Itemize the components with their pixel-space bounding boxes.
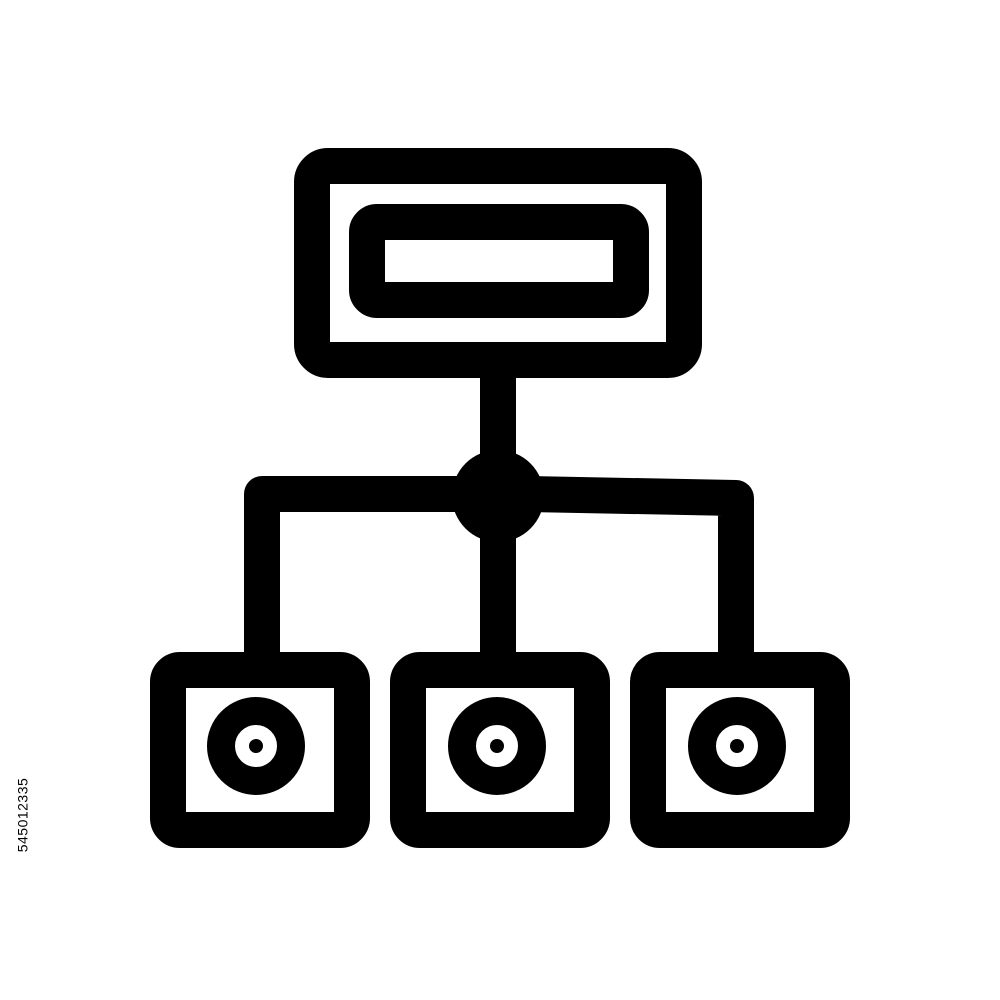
stock-id-label: 545012335	[2, 765, 42, 865]
child-box-left-icon	[150, 652, 370, 848]
parent-box-slot-icon	[349, 204, 649, 318]
left-branch-connector	[244, 476, 470, 668]
right-branch-connector	[527, 476, 754, 668]
hub-node-icon	[452, 450, 544, 542]
disc-center-icon	[448, 697, 546, 795]
disc-left-center-icon	[249, 739, 263, 753]
disc-left-icon	[207, 697, 305, 795]
disc-right-center-icon	[730, 739, 744, 753]
child-box-right-icon	[630, 652, 850, 848]
child-box-center-icon	[390, 652, 610, 848]
stock-id-text: 545012335	[14, 777, 31, 853]
disc-center-center-icon	[490, 739, 504, 753]
disc-right-icon	[688, 697, 786, 795]
